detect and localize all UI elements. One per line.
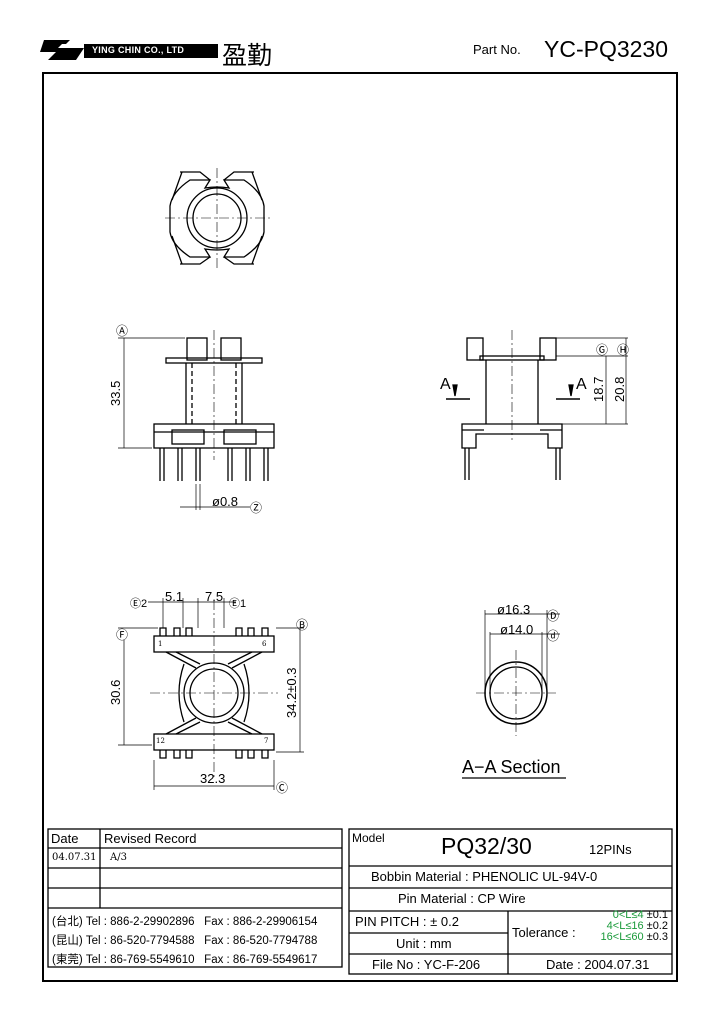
part-label: Part No. [473, 42, 521, 57]
contact-row-taipei: (台北) Tel : 886-2-29902896 Fax : 886-2-29… [52, 913, 317, 929]
company-name-cn: 盈勤 [222, 41, 273, 70]
tolerance-row: 0<L≤4 ±0.1 [586, 910, 668, 921]
section-mark-left: A [440, 376, 451, 393]
ref-small-d-label: ⓓ [547, 629, 560, 643]
logo-mark-icon [40, 40, 84, 60]
dim-18-7: 18.7 [591, 376, 606, 402]
ref-e2-label: Ⓔ2 [130, 598, 148, 610]
ref-z-label: Ⓩ [250, 501, 263, 515]
model-value: PQ32/30 [441, 833, 532, 859]
pin-pitch-row: PIN PITCH : ± 0.2 [355, 914, 459, 929]
ref-big-d-label: Ⓓ [547, 609, 560, 623]
unit-row: Unit : mm [396, 936, 452, 951]
tolerance-value: ±0.3 [646, 931, 668, 943]
tolerance-label: Tolerance : [512, 925, 576, 940]
pin-material-label: Pin Material : [398, 891, 474, 906]
contact-tel: Tel : 86-769-5549610 [85, 954, 195, 966]
bobbin-material-row: Bobbin Material : PHENOLIC UL-94V-0 [371, 869, 597, 884]
dim-34-2: 34.2±0.3 [284, 667, 299, 718]
ref-b-label: Ⓑ [296, 618, 309, 632]
tolerance-range: 16<L≤60 [600, 931, 644, 943]
file-no-value: YC-F-206 [423, 957, 481, 972]
pin-1-label: 1 [158, 640, 163, 648]
dim-14-0: ø14.0 [500, 622, 534, 637]
pin-pitch-label: PIN PITCH : [355, 914, 427, 929]
pin-material-row: Pin Material : CP Wire [398, 891, 526, 906]
section-mark-right: A [576, 376, 587, 393]
tolerance-row: 4<L≤16 ±0.2 [586, 921, 668, 932]
revision-row-date: 04.07.31 [52, 852, 97, 863]
part-number: YC-PQ3230 [544, 36, 669, 62]
contact-row-dongguan: (東莞) Tel : 86-769-5549610 Fax : 86-769-5… [52, 951, 317, 967]
contact-fax: Fax : 86-520-7794788 [204, 935, 318, 947]
date-label: Date : [546, 957, 581, 972]
dim-7-5: 7.5 [205, 589, 224, 604]
tolerance-range: 0<L≤4 [612, 909, 644, 921]
section-view [462, 610, 566, 779]
pin-pitch-value: ± 0.2 [430, 914, 459, 929]
pin-7-label: 7 [264, 737, 269, 745]
ref-h-label: Ⓗ [617, 343, 630, 357]
tolerance-value: ±0.2 [646, 920, 668, 932]
tolerance-value: ±0.1 [646, 909, 668, 921]
date-row: Date : 2004.07.31 [546, 957, 649, 972]
file-no-label: File No : [372, 957, 421, 972]
dim-32-3: 32.3 [200, 771, 226, 786]
dim-pin-diameter: ø0.8 [212, 494, 239, 509]
front-view [118, 330, 275, 510]
section-title: A−A Section [462, 757, 561, 777]
dim-16-3: ø16.3 [497, 602, 531, 617]
bottom-view [118, 598, 304, 790]
bobbin-label: Bobbin Material : [371, 869, 469, 884]
unit-label: Unit : [396, 936, 427, 951]
ref-g-label: Ⓖ [596, 343, 609, 357]
ref-c-label: Ⓒ [276, 781, 289, 795]
dim-5-1: 5.1 [165, 589, 184, 604]
model-label: Model [352, 831, 385, 845]
contact-tel: Tel : 86-520-7794588 [85, 935, 195, 947]
ref-a-label: Ⓐ [116, 324, 129, 338]
file-no-row: File No : YC-F-206 [372, 957, 480, 972]
contact-city: (昆山) [52, 935, 83, 947]
revision-date-header: Date [51, 831, 79, 846]
dim-33-5: 33.5 [108, 380, 123, 406]
revision-record-header: Revised Record [104, 831, 197, 846]
revision-row-record: A/3 [110, 852, 127, 863]
contact-row-kunshan: (昆山) Tel : 86-520-7794588 Fax : 86-520-7… [52, 932, 317, 948]
ref-f-label: Ⓕ [116, 628, 129, 642]
top-view [165, 168, 270, 270]
company-name: YING CHIN CO., LTD [92, 45, 185, 55]
title-block-lines [47, 828, 673, 975]
pin-material-value: CP Wire [477, 891, 526, 906]
pin-6-label: 6 [262, 640, 267, 648]
dim-20-8: 20.8 [612, 376, 627, 402]
contact-fax: Fax : 86-769-5549617 [204, 954, 318, 966]
unit-value: mm [429, 936, 452, 951]
bobbin-value: PHENOLIC UL-94V-0 [472, 869, 598, 884]
dim-30-6: 30.6 [108, 679, 123, 705]
tolerance-row: 16<L≤60 ±0.3 [586, 932, 668, 943]
drawing-frame [42, 72, 678, 982]
date-value: 2004.07.31 [584, 957, 650, 972]
tolerance-range: 4<L≤16 [606, 920, 644, 932]
ref-e1-label: Ⓔ1 [229, 598, 247, 610]
contact-fax: Fax : 886-2-29906154 [204, 916, 318, 928]
pins-count: 12PINs [589, 842, 632, 857]
contact-city: (台北) [52, 916, 83, 928]
contact-tel: Tel : 886-2-29902896 [85, 916, 195, 928]
contact-city: (東莞) [52, 954, 83, 966]
logo-bar [84, 44, 218, 58]
side-view [446, 330, 628, 480]
tolerance-table: 0<L≤4 ±0.1 4<L≤16 ±0.2 16<L≤60 ±0.3 [586, 910, 668, 943]
pin-12-label: 12 [156, 737, 165, 745]
